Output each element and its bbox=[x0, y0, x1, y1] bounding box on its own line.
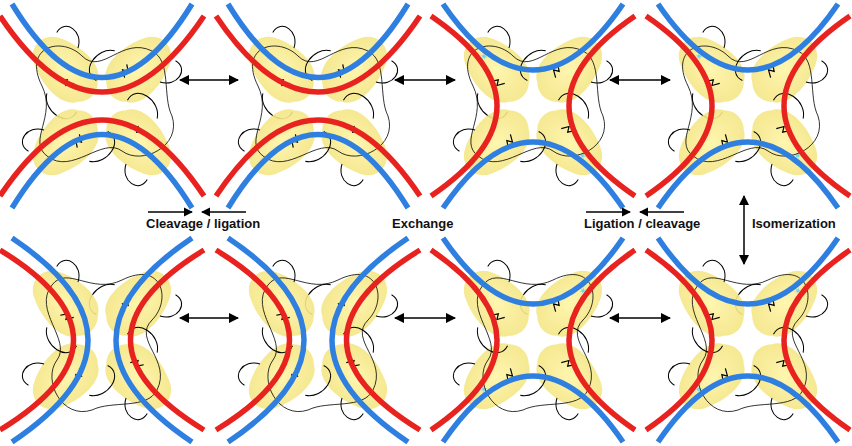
step-arrow bbox=[640, 211, 684, 212]
dna-strand bbox=[116, 238, 192, 442]
recombinase-protein: ✶ bbox=[300, 249, 406, 355]
dna-strand bbox=[443, 142, 623, 208]
dna-strand bbox=[658, 376, 838, 442]
step-label: Ligation / cleavage bbox=[584, 216, 700, 231]
dna-strand bbox=[0, 120, 204, 196]
dna-strand bbox=[228, 238, 304, 442]
recombinase-protein: ✶ bbox=[11, 18, 117, 124]
dna-strand bbox=[431, 16, 497, 196]
reversible-arrow bbox=[610, 317, 670, 319]
holliday-junction-panel: ✶✶ bbox=[216, 238, 420, 442]
reversible-arrow bbox=[610, 79, 670, 81]
recombinase-protein: ✶ bbox=[87, 88, 193, 194]
dna-strand bbox=[784, 250, 850, 430]
holliday-junction-panel: ✶✶ bbox=[431, 4, 635, 208]
dna-strand bbox=[216, 16, 420, 92]
recombinase-protein: ✶ bbox=[14, 325, 120, 431]
reversible-arrow bbox=[743, 196, 745, 264]
holliday-junction-panel: ✶✶ bbox=[646, 238, 850, 442]
recombinase-protein: ✶ bbox=[84, 249, 190, 355]
recombinase-protein: ✶ bbox=[230, 325, 336, 431]
reversible-arrow bbox=[180, 317, 238, 319]
holliday-junction-panel: ✶✶ bbox=[431, 238, 635, 442]
holliday-junction-panel: ✶✶ bbox=[646, 4, 850, 208]
step-arrow bbox=[148, 211, 192, 212]
dna-strand bbox=[658, 4, 838, 70]
dna-strand bbox=[646, 16, 712, 196]
reversible-arrow bbox=[395, 79, 455, 81]
dna-strand bbox=[569, 16, 635, 196]
dna-strand bbox=[216, 120, 420, 196]
dna-strand bbox=[646, 250, 712, 430]
step-label: Exchange bbox=[392, 216, 453, 231]
reversible-arrow bbox=[180, 79, 238, 81]
step-arrow bbox=[586, 211, 630, 212]
dna-strand bbox=[332, 238, 408, 442]
recombinase-protein: ✶ bbox=[227, 18, 333, 124]
step-label: Cleavage / ligation bbox=[146, 216, 260, 231]
dna-strand bbox=[0, 16, 204, 92]
holliday-junction-panel: ✶✶ bbox=[0, 238, 204, 442]
holliday-junction-panel: ✶✶ bbox=[216, 4, 420, 208]
holliday-junction-panel: ✶✶ bbox=[0, 4, 204, 208]
dna-strand bbox=[443, 238, 623, 304]
dna-strand bbox=[658, 238, 838, 304]
dna-strand bbox=[443, 376, 623, 442]
step-label: Isomerization bbox=[752, 216, 836, 231]
reversible-arrow bbox=[395, 317, 455, 319]
dna-strand bbox=[784, 16, 850, 196]
step-arrow bbox=[202, 211, 246, 212]
dna-strand bbox=[658, 142, 838, 208]
dna-strand bbox=[443, 4, 623, 70]
recombinase-protein: ✶ bbox=[303, 88, 409, 194]
dna-strand bbox=[569, 250, 635, 430]
dna-strand bbox=[12, 238, 88, 442]
dna-strand bbox=[431, 250, 497, 430]
